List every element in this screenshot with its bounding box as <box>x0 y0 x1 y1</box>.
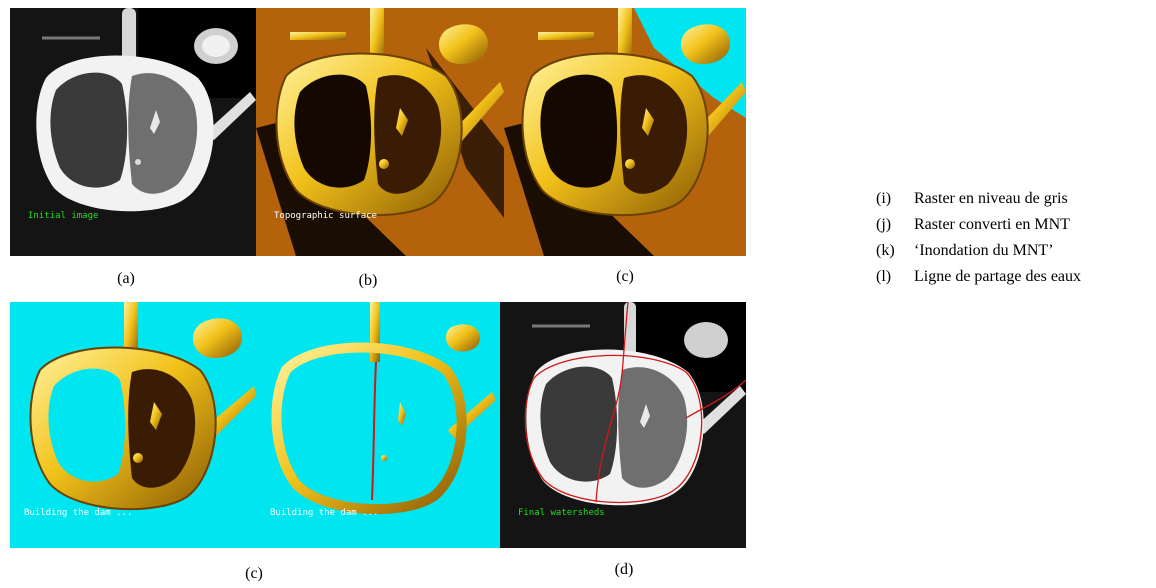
building-dam-1-label: Building the dam ... <box>24 508 133 518</box>
legend-item: (l) Ligne de partage des eaux <box>876 264 1081 290</box>
final-watersheds-label: Final watersheds <box>518 508 605 518</box>
initial-image-graphic <box>10 8 256 256</box>
panel-building-dam-2: Building the dam ... <box>256 302 500 548</box>
flooding-graphic <box>504 8 746 256</box>
panel-building-dam-1: Building the dam ... <box>10 302 256 548</box>
building-dam-2-graphic <box>256 302 500 548</box>
legend-key: (i) <box>876 190 892 207</box>
legend-text: Raster converti en MNT <box>914 216 1070 233</box>
legend-item: (i) Raster en niveau de gris <box>876 186 1081 212</box>
caption-b: (b) <box>358 272 378 289</box>
panel-initial-image: Initial image <box>10 8 256 256</box>
legend: (i) Raster en niveau de gris (j) Raster … <box>876 186 1081 290</box>
panel-final-watersheds: Final watersheds <box>500 302 746 548</box>
panel-flooding <box>504 8 746 256</box>
caption-a: (a) <box>117 270 135 287</box>
building-dam-2-label: Building the dam ... <box>270 508 379 518</box>
topographic-surface-graphic <box>256 8 504 256</box>
legend-key: (l) <box>876 268 892 285</box>
legend-text: Ligne de partage des eaux <box>914 268 1082 285</box>
legend-key: (j) <box>876 216 892 233</box>
panel-topographic-surface: Topographic surface <box>256 8 504 256</box>
caption-c-top: (c) <box>616 268 634 285</box>
legend-text: Raster en niveau de gris <box>914 190 1068 207</box>
legend-text: ‘Inondation du MNT’ <box>914 242 1054 259</box>
legend-item: (j) Raster converti en MNT <box>876 212 1081 238</box>
initial-image-label: Initial image <box>28 211 99 221</box>
final-watersheds-graphic <box>500 302 746 548</box>
caption-d: (d) <box>614 561 634 578</box>
topographic-surface-label: Topographic surface <box>274 211 377 221</box>
building-dam-1-graphic <box>10 302 256 548</box>
caption-c-bottom: (c) <box>245 565 263 582</box>
legend-item: (k) ‘Inondation du MNT’ <box>876 238 1081 264</box>
legend-key: (k) <box>876 242 895 259</box>
